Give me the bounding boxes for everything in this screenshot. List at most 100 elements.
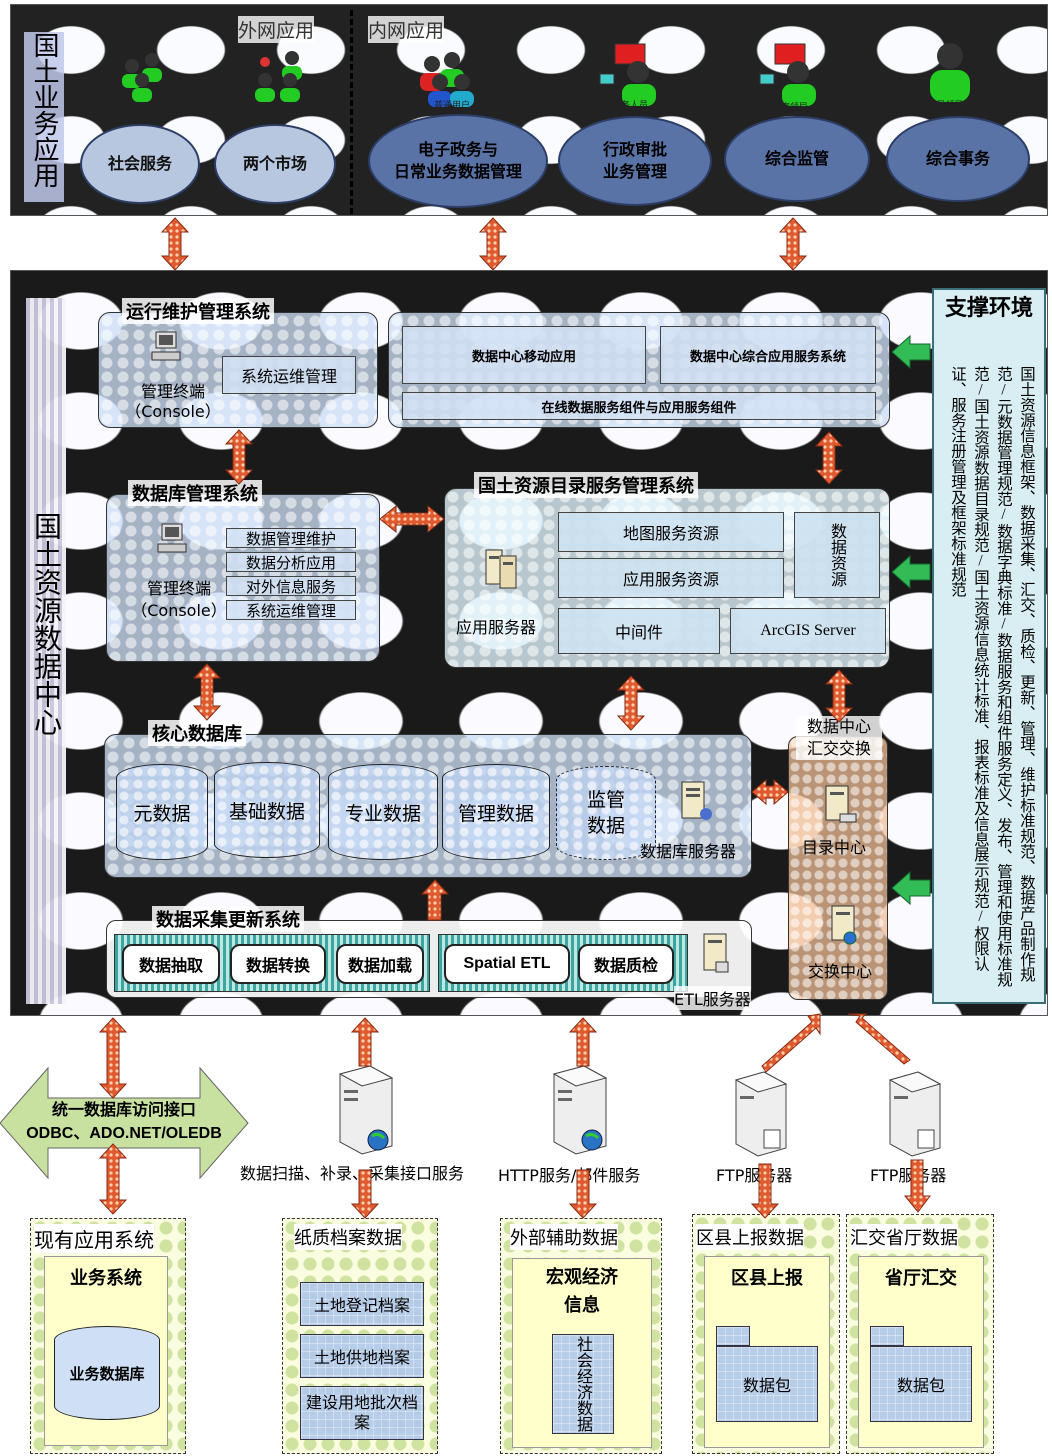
exchange-center-label: 交换中心: [808, 962, 873, 981]
ordinary-users-icon: [420, 52, 474, 107]
business-db[interactable]: 业务数据库: [54, 1326, 160, 1420]
net-divider: [350, 10, 353, 214]
business-app-side-label: 国土业务应用: [24, 32, 64, 202]
db-professional[interactable]: 专业数据: [328, 764, 438, 860]
dbm-item-analysis[interactable]: 数据分析应用: [226, 552, 356, 572]
db-server-label: 数据库服务器: [640, 842, 737, 861]
app-two-markets[interactable]: 两个市场: [214, 124, 336, 204]
app-general-affairs[interactable]: 综合事务: [886, 116, 1030, 202]
support-title: 支撑环境: [944, 296, 1033, 321]
county-package-tab: [716, 1326, 750, 1346]
business-system-label: 业务系统: [70, 1268, 142, 1289]
core-db-title: 核心数据库: [148, 720, 246, 746]
ftp-label-1: FTP服务器: [716, 1166, 793, 1185]
data-resources-box[interactable]: 数据资源: [794, 512, 880, 598]
province-package-tab: [870, 1326, 904, 1346]
console-icon: [151, 331, 181, 361]
ops-console-label: 管理终端（Console）: [125, 382, 221, 421]
extract-button[interactable]: 数据抽取: [122, 944, 220, 984]
macro-economy-label: 宏观经济信息: [546, 1267, 618, 1316]
ops-maintenance-box[interactable]: 系统运维管理: [222, 356, 356, 394]
province-data-title: 汇交省厅数据: [850, 1224, 958, 1250]
exchange-title: 数据中心汇交交换: [796, 716, 882, 760]
map-resources-box[interactable]: 地图服务资源: [558, 512, 784, 552]
load-button[interactable]: 数据加载: [336, 944, 424, 984]
app-egov[interactable]: 电子政务与日常业务数据管理: [368, 114, 548, 208]
dbm-console-label: 管理终端（Console）: [131, 579, 227, 620]
county-package[interactable]: 数据包: [716, 1346, 818, 1422]
county-data-title: 区县上报数据: [696, 1224, 804, 1250]
catalog-center-label: 目录中心: [802, 838, 867, 857]
catalog-center-icon: [825, 785, 857, 823]
paper-archive-title: 纸质档案数据: [294, 1224, 402, 1250]
http-service-label: HTTP服务/邮件服务: [498, 1166, 641, 1185]
mobile-app-box[interactable]: 数据中心移动应用: [402, 326, 646, 384]
quality-check-button[interactable]: 数据质检: [578, 944, 674, 984]
db-metadata[interactable]: 元数据: [116, 764, 208, 860]
person-label-business: 业务用户: [256, 108, 293, 118]
dbm-item-maintain[interactable]: 数据管理维护: [226, 528, 356, 548]
app-admin-approval[interactable]: 行政审批业务管理: [558, 116, 712, 206]
scan-service-label: 数据扫描、补录、采集接口服务: [240, 1164, 465, 1183]
service-components-box[interactable]: 在线数据服务组件与应用服务组件: [402, 392, 876, 420]
spatial-etl-button[interactable]: Spatial ETL: [444, 944, 570, 984]
exchange-panel: [788, 736, 888, 1000]
section-leader-icon: [759, 43, 816, 106]
catalog-server-label: 应用服务器: [456, 618, 537, 637]
dbm-item-external[interactable]: 对外信息服务: [226, 576, 356, 596]
doc-land-supply[interactable]: 土地供地档案: [300, 1334, 424, 1378]
external-data-title: 外部辅助数据: [510, 1224, 618, 1250]
business-staff-icon: [599, 43, 656, 106]
app-resources-box[interactable]: 应用服务资源: [558, 558, 784, 598]
ftp-server-icon-1: [734, 1071, 788, 1157]
outer-net-label: 外网应用: [238, 16, 315, 43]
app-supervision[interactable]: 综合监管: [724, 116, 870, 202]
inner-net-label: 内网应用: [368, 16, 445, 43]
doc-construction[interactable]: 建设用地批次档案: [300, 1386, 424, 1440]
doc-land-registration[interactable]: 土地登记档案: [300, 1282, 424, 1326]
db-server-icon: [681, 781, 712, 820]
app-social-service[interactable]: 社会服务: [80, 124, 200, 204]
person-label-staff: 业务人员: [611, 101, 648, 111]
ftp-label-2: FTP服务器: [870, 1166, 947, 1185]
etl-server-icon: [703, 933, 729, 973]
etl-server-label: ETL服务器: [674, 986, 751, 1010]
support-text: 国土资源信息框架、数据采集、汇交、质检、更新、管理、维护标准规范、数据产品制作规…: [949, 366, 1035, 987]
middleware-box[interactable]: 中间件: [558, 608, 720, 654]
person-label-public: 公众用户: [124, 108, 161, 118]
db-basic[interactable]: 基础数据: [214, 762, 320, 858]
http-server-icon: [552, 1065, 608, 1155]
public-users-icon: [122, 53, 162, 102]
support-panel: [932, 288, 1046, 1004]
db-interface-arrow: [0, 1066, 249, 1180]
db-supervision[interactable]: 监管数据: [556, 766, 656, 860]
arcgis-box[interactable]: ArcGIS Server: [730, 608, 886, 654]
business-users-icon: [255, 51, 302, 102]
dbm-console-icon: [157, 523, 187, 553]
province-package[interactable]: 数据包: [870, 1346, 972, 1422]
existing-systems-title: 现有应用系统: [34, 1224, 154, 1253]
county-report-label: 区县上报: [731, 1268, 803, 1289]
province-submit-label: 省厅汇交: [885, 1268, 957, 1289]
ops-title: 运行维护管理系统: [122, 298, 274, 324]
app-server-icon: [485, 549, 517, 589]
bureau-leader-icon: [930, 43, 970, 102]
catalog-title: 国土资源目录服务管理系统: [474, 472, 698, 498]
person-label-ordinary: 普通用户: [433, 101, 470, 111]
ftp-server-icon-2: [888, 1071, 942, 1157]
data-center-side-label: 国土资源数据中心: [30, 512, 63, 736]
transform-button[interactable]: 数据转换: [230, 944, 326, 984]
dbm-title: 数据库管理系统: [128, 480, 262, 506]
exchange-center-icon: [831, 905, 857, 945]
collect-title: 数据采集更新系统: [152, 906, 304, 932]
people-icons: [122, 43, 970, 107]
db-management[interactable]: 管理数据: [442, 764, 550, 860]
person-label-bureau-leader: 局领导: [936, 101, 964, 111]
person-label-section-leader: 科室领导: [771, 103, 808, 113]
comprehensive-service-box[interactable]: 数据中心综合应用服务系统: [660, 326, 876, 384]
dbm-item-ops[interactable]: 系统运维管理: [226, 600, 356, 620]
data-center-side-bar: [26, 298, 66, 1004]
socio-economic-doc[interactable]: 社会经济数据: [552, 1334, 614, 1434]
